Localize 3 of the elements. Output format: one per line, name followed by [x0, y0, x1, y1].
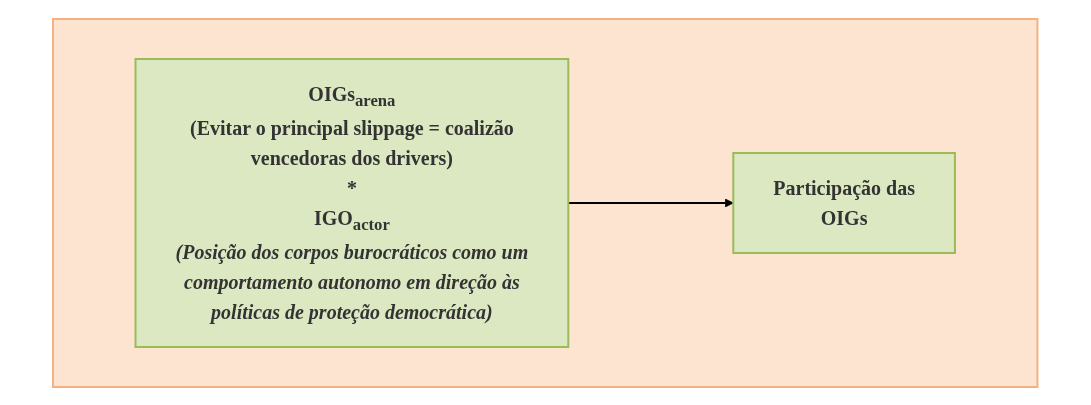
cluster — [52, 17, 1039, 388]
node-box: OIGs$_{arena}$ (Evitar o principal slippage = coalizão vencedoras dos drivers) * IGO$_{actor}$ (Posição dos corpos burocráticos como um comportamento autonomo em direção às políticas de proteção democrática) — [134, 57, 570, 348]
node-box: Participação das OIGs — [732, 151, 957, 254]
